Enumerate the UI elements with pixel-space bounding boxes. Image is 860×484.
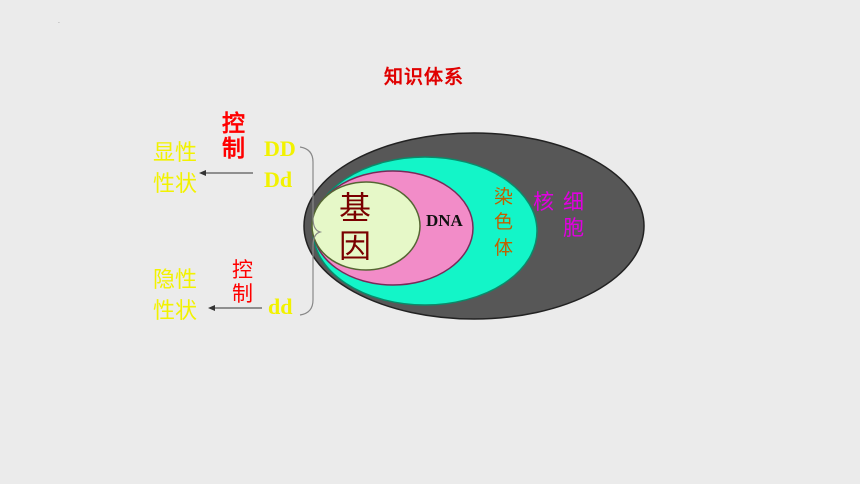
chromosome-label-1: 染 xyxy=(494,186,514,208)
recessive-control-label: 控制 xyxy=(232,258,253,306)
chromosome-label-3: 体 xyxy=(494,237,514,259)
recessive-trait-line2: 性状 xyxy=(153,299,198,324)
cell-label-2: 胞 xyxy=(563,216,584,240)
dominant-control-label: 控制 xyxy=(222,111,245,162)
gene-ellipse xyxy=(311,181,421,271)
genotype-Dd: Dd xyxy=(264,167,293,192)
genotype-DD: DD xyxy=(264,136,296,161)
page-title: 知识体系 xyxy=(384,66,465,88)
dominant-trait-line1: 显性 xyxy=(153,141,198,166)
dominant-trait-line2: 性状 xyxy=(153,172,198,197)
corner-dot: . xyxy=(58,18,60,25)
recessive-trait-line1: 隐性 xyxy=(153,268,198,293)
genotype-brace xyxy=(299,146,323,316)
genotype-dd: dd xyxy=(268,294,293,319)
gene-label-line1: 基 xyxy=(339,189,372,227)
chromosome-label-2: 色 xyxy=(494,211,514,233)
gene-label-line2: 因 xyxy=(339,227,372,265)
cell-label-1: 细 xyxy=(563,190,584,214)
dominant-arrowhead xyxy=(199,170,206,176)
nucleus-label: 核 xyxy=(533,190,554,214)
dna-label: DNA xyxy=(426,211,463,230)
recessive-arrowhead xyxy=(208,305,215,311)
